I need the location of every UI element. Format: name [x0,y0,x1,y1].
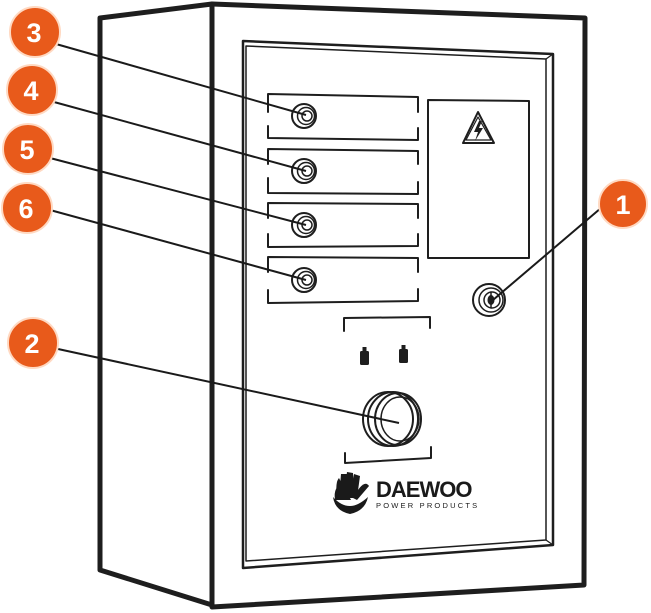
logo-brand-text: DAEWOO [376,477,472,502]
switch-area [343,316,432,464]
indicator-frames [267,93,419,304]
main-rotary-button[interactable] [362,391,422,447]
indicator-lamp-4[interactable] [291,267,317,293]
warning-label-panel [427,99,530,259]
indicator-frame-4 [267,256,419,304]
callout-badge-1-label: 1 [615,190,630,220]
callout-badge-5-circle [2,123,54,175]
high-voltage-warning-icon [462,111,495,144]
callout-badge-4: 4 [6,64,58,116]
callout-line-5 [49,157,307,226]
led-right-icon [399,349,408,363]
indicator-lamp-1[interactable] [291,103,317,129]
callout-badge-5: 5 [2,123,54,175]
callout-badge-6: 6 [1,182,53,234]
logo-tagline-text: POWER PRODUCTS [376,501,479,510]
indicator-lamps [291,103,317,293]
indicator-lamp-2[interactable] [291,158,317,184]
door-bevel-tr [545,53,554,60]
indicator-frame-1 [267,93,419,141]
callout-line-1 [492,207,602,301]
callout-badge-4-label: 4 [23,76,38,106]
key-lock[interactable] [472,283,506,317]
callout-badge-5-label: 5 [19,135,34,165]
warning-label-border [427,99,530,259]
switch-bracket-top [343,316,431,332]
indicator-frame-3 [267,202,419,248]
callout-badge-6-label: 6 [18,194,33,224]
callout-badge-1-circle [598,179,648,229]
callout-badge-3-circle [9,6,61,58]
led-left-tip [362,347,367,352]
callout-lines [49,43,602,424]
callout-badge-1: 1 [598,179,648,229]
indicator-lamp-3[interactable] [291,212,317,238]
callout-badge-6-circle [1,182,53,234]
enclosure-side-panel [97,1,215,608]
callout-badge-2-circle [7,317,59,369]
door-bevel-br [545,539,554,546]
callout-line-4 [53,101,307,172]
daewoo-logo: DAEWOO POWER PRODUCTS [333,472,479,514]
callout-badges: 1 2 3 4 5 6 [1,6,648,369]
indicator-frame-2 [267,148,419,195]
callout-line-6 [49,209,307,281]
led-left-icon [360,351,369,365]
led-right-tip [401,345,406,350]
callout-badge-3-label: 3 [26,18,41,48]
callout-line-2 [57,348,400,424]
switch-bracket-bottom [344,446,432,464]
callout-line-3 [55,43,307,116]
enclosure [97,1,588,610]
callout-badge-4-circle [6,64,58,116]
daewoo-fan-logo-icon [333,472,369,514]
callout-badge-2: 2 [7,317,59,369]
enclosure-front-panel [209,1,588,610]
callout-badge-3: 3 [9,6,61,58]
callout-badge-2-label: 2 [24,329,39,359]
